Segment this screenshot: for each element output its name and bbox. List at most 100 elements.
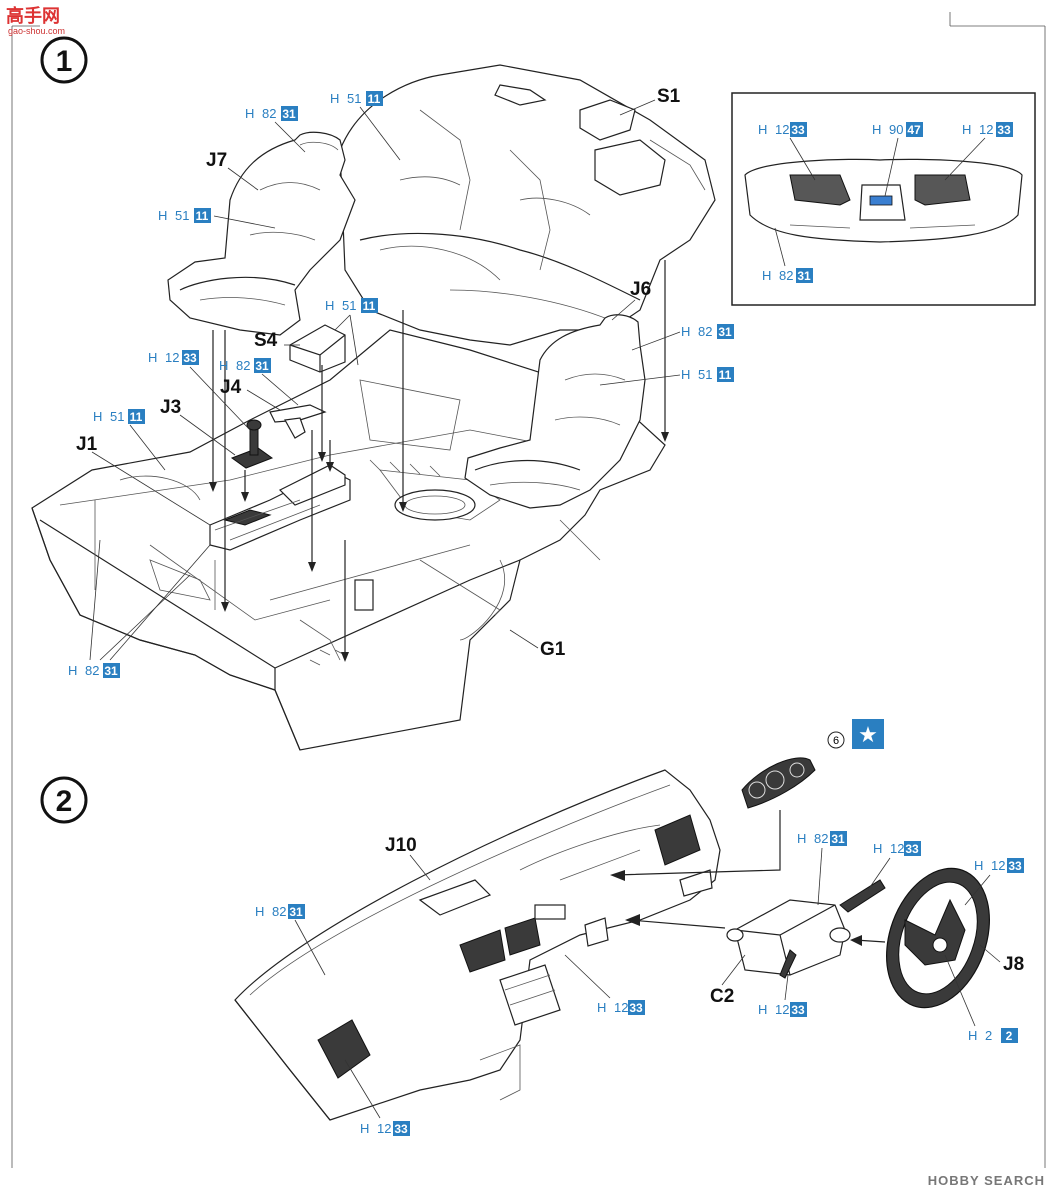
callout-h51-floor: H 51 11 (93, 409, 166, 471)
svg-text:31: 31 (718, 325, 732, 339)
svg-text:12: 12 (614, 1000, 628, 1015)
svg-text:H: H (219, 358, 228, 373)
svg-text:11: 11 (719, 368, 732, 382)
callout-h12-vent: H 12 33 (344, 1059, 410, 1136)
svg-text:H: H (158, 208, 167, 223)
label-s4: S4 (254, 330, 278, 351)
svg-text:12: 12 (979, 122, 993, 137)
callout-h82-j10: H 82 31 (255, 904, 326, 976)
front-seat-j6 (464, 314, 646, 509)
callout-h82-inset: H 82 31 (762, 227, 813, 283)
svg-text:51: 51 (110, 409, 124, 424)
label-j4: J4 (220, 377, 242, 398)
watermark-text: HOBBY SEARCH (928, 1173, 1045, 1188)
callout-h12-j3: H 12 33 (148, 350, 251, 431)
callout-h51-s4: H 51 11 (325, 298, 378, 366)
callout-h51-j7: H 51 11 (158, 208, 276, 229)
dashboard-j10 (234, 769, 721, 1121)
svg-text:H: H (962, 122, 971, 137)
part-labels: S1 J7 J6 S4 J4 J3 J1 G1 J10 C2 J8 (76, 86, 1024, 1007)
svg-text:12: 12 (775, 1002, 789, 1017)
svg-text:31: 31 (282, 107, 296, 121)
star-badge (852, 719, 884, 749)
svg-text:H: H (255, 904, 264, 919)
watermark-logo: 高手网 gao-shou.com (6, 5, 65, 36)
svg-text:H: H (872, 122, 881, 137)
svg-text:12: 12 (775, 122, 789, 137)
label-j8: J8 (1003, 954, 1024, 975)
svg-text:H: H (68, 663, 77, 678)
svg-text:33: 33 (1008, 859, 1022, 873)
page-frame (11, 12, 1046, 1168)
svg-text:33: 33 (791, 1003, 805, 1017)
label-g1: G1 (540, 639, 566, 660)
svg-text:31: 31 (255, 359, 269, 373)
callout-h51-s1: H 51 11 (330, 91, 401, 161)
svg-text:33: 33 (905, 842, 919, 856)
svg-text:H: H (873, 841, 882, 856)
svg-text:90: 90 (889, 122, 903, 137)
svg-text:H: H (758, 122, 767, 137)
step-1-badge: 1 (40, 36, 88, 84)
svg-text:33: 33 (997, 123, 1011, 137)
detail-inset (731, 92, 1036, 306)
callout-h12-c2-stalk: H 12 33 (758, 974, 807, 1017)
svg-text:H: H (245, 106, 254, 121)
front-seat-j7 (167, 131, 356, 336)
watermark-url: gao-shou.com (8, 26, 65, 36)
shift-lever-j3 (230, 419, 274, 469)
svg-text:47: 47 (907, 123, 921, 137)
part-leaders (91, 99, 1001, 986)
svg-text:82: 82 (236, 358, 250, 373)
svg-text:82: 82 (698, 324, 712, 339)
svg-text:33: 33 (791, 123, 805, 137)
decal-marker: 6 ★ (827, 719, 884, 749)
svg-text:82: 82 (272, 904, 286, 919)
svg-text:H: H (597, 1000, 606, 1015)
svg-text:82: 82 (85, 663, 99, 678)
watermark-cn: 高手网 (6, 5, 60, 27)
step-2-badge: 2 (40, 776, 88, 824)
svg-text:H: H (968, 1028, 977, 1043)
svg-text:H: H (325, 298, 334, 313)
svg-text:H: H (762, 268, 771, 283)
svg-text:82: 82 (779, 268, 793, 283)
svg-text:51: 51 (698, 367, 712, 382)
label-c2: C2 (710, 986, 734, 1007)
callout-h90-inset: H 90 47 (872, 122, 923, 197)
svg-text:2: 2 (985, 1028, 992, 1043)
steering-wheel-j8 (886, 867, 990, 1009)
callout-h82-c2: H 82 31 (797, 831, 847, 906)
svg-text:51: 51 (342, 298, 356, 313)
label-j1: J1 (76, 434, 98, 455)
svg-text:31: 31 (797, 269, 811, 283)
svg-text:H: H (148, 350, 157, 365)
label-j7: J7 (206, 150, 227, 171)
step-1-number: 1 (56, 45, 73, 78)
svg-text:33: 33 (629, 1001, 643, 1015)
svg-text:H: H (681, 324, 690, 339)
svg-text:33: 33 (394, 1122, 408, 1136)
svg-text:11: 11 (196, 209, 209, 223)
svg-text:H: H (93, 409, 102, 424)
svg-text:11: 11 (130, 410, 143, 424)
callout-h82-j7: H 82 31 (245, 106, 306, 153)
callout-h12-wheel: H 12 33 (964, 858, 1024, 906)
decal-number: 6 (833, 735, 839, 747)
star-icon: ★ (858, 723, 878, 748)
svg-text:51: 51 (347, 91, 361, 106)
svg-text:31: 31 (104, 664, 118, 678)
svg-text:12: 12 (991, 858, 1005, 873)
gauge-cluster (610, 757, 816, 881)
callout-h12-inset-right: H 12 33 (944, 122, 1013, 181)
callout-h51-j6: H 51 11 (599, 367, 734, 386)
svg-text:12: 12 (890, 841, 904, 856)
svg-text:H: H (330, 91, 339, 106)
svg-text:11: 11 (368, 92, 381, 106)
part-s4 (289, 324, 346, 373)
paint-callouts: H 82 31 H 51 11 H 51 11 H 51 11 (68, 91, 1024, 1136)
step-1-arrows (209, 260, 669, 662)
label-s1: S1 (657, 86, 681, 107)
callout-h82-floor: H 82 31 (68, 539, 211, 678)
